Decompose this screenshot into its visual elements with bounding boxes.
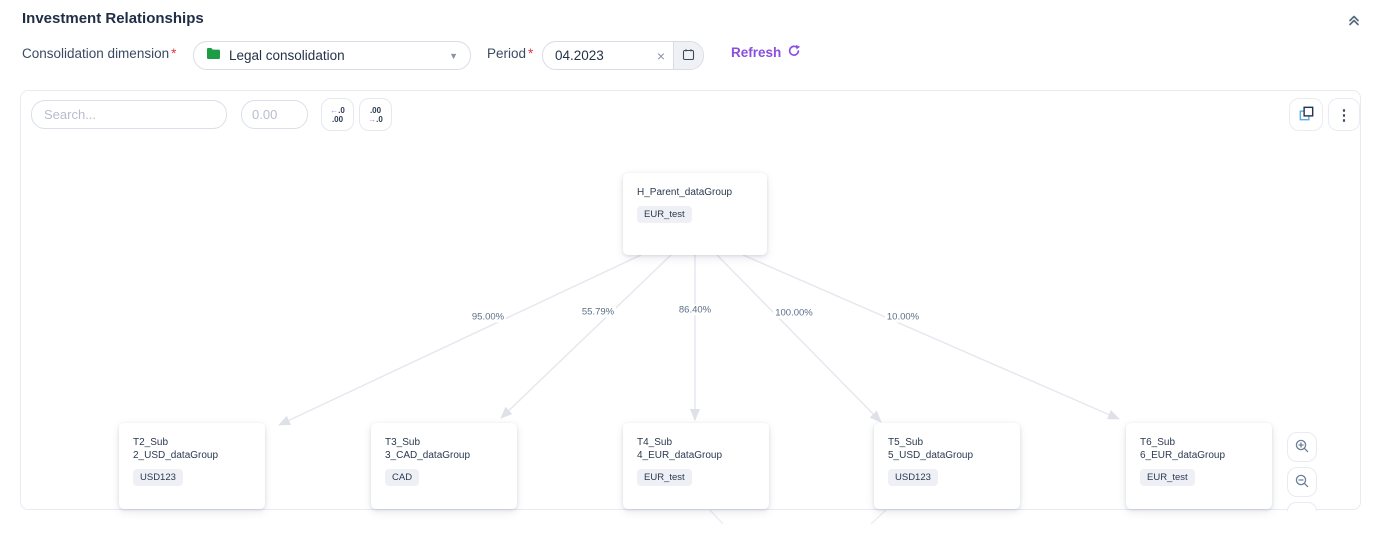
fit-view-button[interactable] bbox=[1287, 502, 1317, 511]
zoom-out-button[interactable] bbox=[1287, 467, 1317, 497]
entity-currency-badge: EUR_test bbox=[637, 206, 692, 223]
period-label-text: Period bbox=[487, 46, 527, 61]
entity-currency-badge: EUR_test bbox=[637, 469, 692, 486]
refresh-icon bbox=[787, 44, 801, 61]
entity-name-line2: 2_USD_dataGroup bbox=[133, 450, 219, 461]
decrease-decimals-top: ←.0 bbox=[330, 106, 345, 115]
zoom-in-icon bbox=[1294, 438, 1310, 457]
collapse-panel-button[interactable] bbox=[1341, 8, 1367, 34]
decimal-text: .0 bbox=[338, 105, 345, 115]
relationships-panel: ←.0 .00 .00 →.0 ⋮ bbox=[20, 90, 1361, 525]
child-entity-node[interactable]: T5_Sub 5_USD_dataGroup USD123 bbox=[874, 423, 1020, 509]
entity-currency-badge: EUR_test bbox=[1140, 469, 1195, 486]
entity-name: H_Parent_dataGroup bbox=[637, 187, 733, 198]
entity-name: T4_Sub 4_EUR_dataGroup bbox=[637, 436, 755, 462]
search-input[interactable] bbox=[31, 100, 227, 129]
ownership-percentage-label: 95.00% bbox=[469, 311, 507, 323]
more-options-button[interactable]: ⋮ bbox=[1328, 98, 1360, 131]
clear-period-button[interactable]: × bbox=[655, 42, 673, 69]
entity-name-line2: 3_CAD_dataGroup bbox=[385, 450, 471, 461]
ownership-percentage-label: 86.40% bbox=[676, 304, 714, 316]
folder-icon bbox=[206, 47, 221, 65]
entity-name-line2: 4_EUR_dataGroup bbox=[637, 450, 723, 461]
copy-button[interactable] bbox=[1289, 98, 1323, 131]
child-entity-node[interactable]: T3_Sub 3_CAD_dataGroup CAD bbox=[371, 423, 517, 509]
entity-name-line1: T2_Sub bbox=[133, 437, 169, 448]
entity-currency-badge: USD123 bbox=[888, 469, 938, 486]
entity-name-line1: T6_Sub bbox=[1140, 437, 1176, 448]
filter-row: Consolidation dimension* Legal consolida… bbox=[0, 40, 1381, 70]
ownership-percentage-label: 10.00% bbox=[884, 311, 922, 323]
zoom-in-button[interactable] bbox=[1287, 432, 1317, 462]
required-marker: * bbox=[528, 46, 534, 61]
kebab-menu-icon: ⋮ bbox=[1336, 106, 1352, 124]
increase-decimals-bottom: →.0 bbox=[368, 115, 383, 124]
entity-name-line2: 6_EUR_dataGroup bbox=[1140, 450, 1226, 461]
entity-currency-badge: CAD bbox=[385, 469, 420, 486]
entity-name-line2: 5_USD_dataGroup bbox=[888, 450, 974, 461]
page-title: Investment Relationships bbox=[22, 10, 204, 27]
consolidation-label-text: Consolidation dimension bbox=[22, 46, 170, 61]
required-marker: * bbox=[171, 46, 177, 61]
period-field-group: × bbox=[542, 41, 704, 70]
entity-name: T3_Sub 3_CAD_dataGroup bbox=[385, 436, 503, 462]
decrease-decimals-bottom: .00 bbox=[331, 114, 344, 124]
increase-decimals-top: .00 bbox=[369, 105, 382, 115]
consolidation-dimension-select[interactable]: Legal consolidation ▼ bbox=[193, 41, 471, 70]
consolidation-selected-value: Legal consolidation bbox=[229, 48, 345, 63]
decimal-text: .0 bbox=[376, 114, 383, 124]
period-label: Period* bbox=[487, 46, 533, 61]
refresh-button[interactable]: Refresh bbox=[731, 44, 801, 61]
entity-name-line1: T4_Sub bbox=[637, 437, 673, 448]
chevrons-up-icon bbox=[1346, 12, 1362, 31]
copy-icon bbox=[1297, 104, 1316, 126]
calendar-button[interactable] bbox=[673, 42, 703, 69]
increase-decimals-button[interactable]: .00 →.0 bbox=[359, 98, 392, 131]
child-entity-node[interactable]: T6_Sub 6_EUR_dataGroup EUR_test bbox=[1126, 423, 1272, 509]
calendar-icon bbox=[682, 48, 695, 64]
refresh-button-label: Refresh bbox=[731, 45, 782, 60]
parent-entity-node[interactable]: H_Parent_dataGroup EUR_test bbox=[623, 173, 767, 255]
child-entity-node[interactable]: T4_Sub 4_EUR_dataGroup EUR_test bbox=[623, 423, 769, 509]
zoom-out-icon bbox=[1294, 473, 1310, 492]
consolidation-dimension-label: Consolidation dimension* bbox=[22, 46, 176, 61]
child-entity-node[interactable]: T2_Sub 2_USD_dataGroup USD123 bbox=[119, 423, 265, 509]
amount-threshold-input[interactable] bbox=[241, 100, 308, 129]
decrease-decimals-button[interactable]: ←.0 .00 bbox=[321, 98, 354, 131]
arrow-left-icon: ← bbox=[330, 105, 339, 115]
entity-currency-badge: USD123 bbox=[133, 469, 183, 486]
entity-name-line1: T5_Sub bbox=[888, 437, 924, 448]
ownership-percentage-label: 55.79% bbox=[579, 306, 617, 318]
ownership-percentage-label: 100.00% bbox=[773, 307, 815, 319]
entity-name: T6_Sub 6_EUR_dataGroup bbox=[1140, 436, 1258, 462]
arrow-right-icon: → bbox=[368, 114, 377, 124]
entity-name: T5_Sub 5_USD_dataGroup bbox=[888, 436, 1006, 462]
entity-name: T2_Sub 2_USD_dataGroup bbox=[133, 436, 251, 462]
period-input[interactable] bbox=[543, 42, 655, 69]
entity-name-line1: T3_Sub bbox=[385, 437, 421, 448]
chevron-down-icon: ▼ bbox=[449, 50, 458, 61]
close-icon: × bbox=[656, 47, 665, 64]
